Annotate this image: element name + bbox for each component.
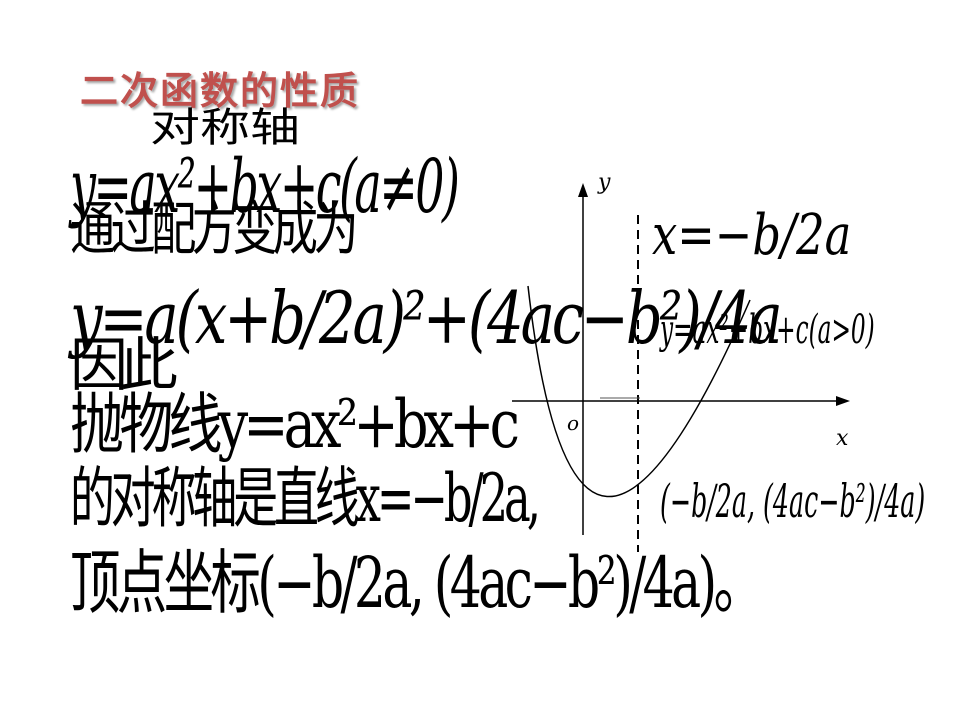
text-line-symmetry-axis: 的对称轴是直线x=−b/2a, — [70, 460, 541, 537]
curve-equation-label: y=ax²+bx+c(a>0) — [660, 307, 875, 353]
origin-label: o — [567, 411, 580, 435]
text-line-parabola: 抛物线y=ax²+bx+c — [70, 386, 520, 463]
parabola-curve — [527, 285, 751, 498]
x-axis-label: x — [836, 426, 849, 451]
vertex-label: (−b/2a, (4ac−b²)/4a) — [660, 474, 926, 528]
text-line-vertex-form: y=a(x+b/2a)²+(4ac−b²)/4a — [70, 276, 783, 360]
text-line-completing-square: 通过配方变成为 — [70, 195, 359, 263]
y-axis-label: y — [598, 170, 611, 195]
text-line-function: y=ax²+bx+c(a≠0) — [70, 144, 460, 230]
y-axis-arrow — [578, 183, 588, 197]
axis-equation-label: x=−b/2a — [652, 203, 852, 268]
text-line-vertex-coordinates: 顶点坐标(−b/2a, (4ac−b²)/4a)。 — [70, 542, 764, 624]
slide-title: 二次函数的性质 — [80, 69, 361, 113]
text-line-axis-heading: 对称轴 — [150, 105, 300, 151]
x-axis-arrow — [836, 396, 850, 406]
text-line-therefore: 因此 — [70, 331, 178, 399]
